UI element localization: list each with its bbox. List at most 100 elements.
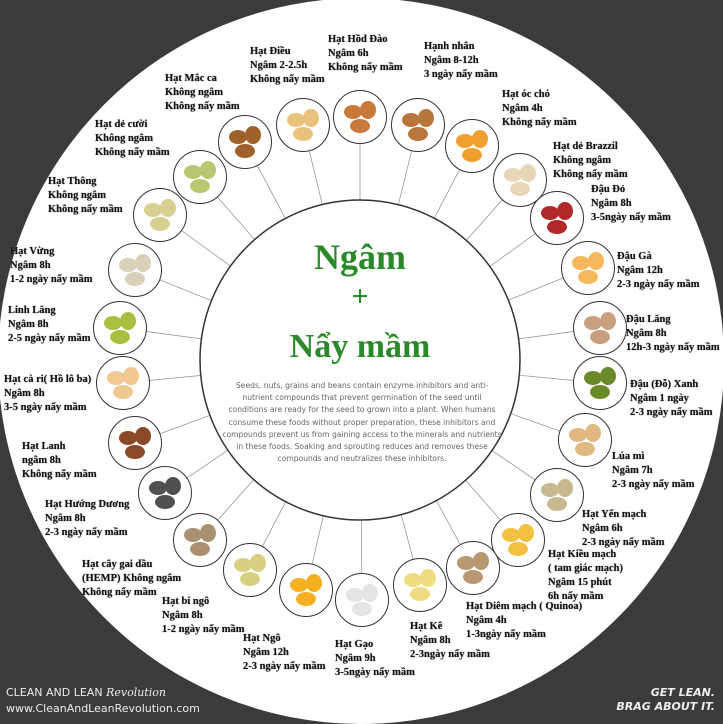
- seed-image: [133, 188, 187, 242]
- seed-name: Đậu Đỏ: [591, 183, 671, 197]
- seed-shape: [462, 148, 482, 162]
- seed-shape: [510, 182, 530, 196]
- seed-shape: [200, 161, 216, 179]
- seed-name: Hạt Kê: [410, 620, 490, 634]
- seed-name: Hạt cây gai dầu: [82, 558, 181, 572]
- website-url: www.CleanAndLeanRevolution.com: [6, 702, 200, 715]
- seed-instruction: Ngâm 6h: [582, 522, 665, 536]
- seed-shape: [150, 217, 170, 231]
- spoke-line: [398, 151, 411, 204]
- seed-instruction: Ngâm 12h: [243, 646, 326, 660]
- seed-shape: [463, 570, 483, 584]
- seed-shape: [125, 445, 145, 459]
- seed-instruction: Không nẩy mầm: [502, 116, 577, 130]
- seed-name: Hạt dẻ Brazzil: [553, 140, 628, 154]
- seed-instruction: Ngâm 8h: [410, 634, 490, 648]
- title-plus: +: [200, 280, 520, 314]
- seed-image: [333, 90, 387, 144]
- seed-shape: [590, 330, 610, 344]
- seed-shape: [585, 424, 601, 442]
- seed-image: [445, 119, 499, 173]
- seed-instruction: 3 ngày nẩy mầm: [424, 68, 498, 82]
- seed-instruction: 3-5ngày nẩy mầm: [335, 666, 415, 680]
- seed-shape: [508, 542, 528, 556]
- seed-shape: [557, 202, 573, 220]
- seed-image: [96, 356, 150, 410]
- seed-shape: [135, 427, 151, 445]
- spoke-line: [434, 170, 459, 218]
- spoke-line: [258, 166, 286, 219]
- seed-instruction: Không ngâm: [165, 86, 240, 100]
- slogan: GET LEAN. BRAG ABOUT IT.: [616, 686, 715, 714]
- seed-name: Hạt Yến mạch: [582, 508, 665, 522]
- spoke-line: [218, 480, 254, 520]
- seed-shape: [575, 442, 595, 456]
- seed-shape: [123, 367, 139, 385]
- seed-shape: [240, 572, 260, 586]
- seed-shape: [306, 574, 322, 592]
- seed-instruction: Ngâm 8-12h: [424, 54, 498, 68]
- seed-instruction: Không ngâm: [553, 154, 628, 168]
- spoke-line: [436, 501, 460, 545]
- seed-instruction: Ngâm 8h: [162, 609, 245, 623]
- seed-label: Hạt Kiều mạch( tam giác mạch) Ngâm 15 ph…: [548, 548, 623, 604]
- title-soak: Ngâm: [200, 236, 520, 278]
- seed-instruction: Không nẩy mầm: [82, 586, 181, 600]
- seed-image: [93, 301, 147, 355]
- seed-instruction: Ngâm 8h: [591, 197, 671, 211]
- seed-instruction: Không nẩy mầm: [165, 100, 240, 114]
- spoke-line: [263, 502, 286, 546]
- seed-instruction: Ngâm 7h: [612, 464, 695, 478]
- seed-image: [276, 98, 330, 152]
- seed-shape: [578, 270, 598, 284]
- seed-shape: [520, 164, 536, 182]
- spoke-line: [160, 415, 210, 433]
- spoke-line: [466, 200, 502, 240]
- seed-shape: [110, 330, 130, 344]
- seed-name: Đậu Lăng: [626, 313, 720, 327]
- seed-instruction: 3-5 ngày nẩy mầm: [4, 401, 91, 415]
- title-sprout: Nẩy mầm: [200, 328, 520, 366]
- seed-shape: [588, 252, 604, 270]
- seed-shape: [362, 584, 378, 602]
- seed-shape: [547, 497, 567, 511]
- seed-shape: [200, 524, 216, 542]
- seed-instruction: 2-3 ngày nẩy mầm: [630, 406, 713, 420]
- seed-image: [558, 413, 612, 467]
- seed-shape: [125, 272, 145, 286]
- seed-name: Lúa mì: [612, 450, 695, 464]
- seed-name: Hạt Điều: [250, 45, 325, 59]
- seed-image: [335, 573, 389, 627]
- seed-name: Hạt Kiều mạch: [548, 548, 623, 562]
- seed-shape: [410, 587, 430, 601]
- seed-shape: [350, 119, 370, 133]
- seed-shape: [190, 542, 210, 556]
- seed-instruction: ngâm 8h: [22, 454, 97, 468]
- seed-shape: [472, 130, 488, 148]
- seed-instruction: Không ngâm: [95, 132, 170, 146]
- seed-shape: [590, 385, 610, 399]
- spoke-line: [147, 332, 202, 339]
- seed-instruction: 2-5 ngày nẩy mầm: [8, 332, 91, 346]
- seed-image: [173, 150, 227, 204]
- seed-shape: [250, 554, 266, 572]
- seed-shape: [600, 367, 616, 385]
- seed-name: Đậu (Đỗ) Xanh: [630, 378, 713, 392]
- seed-shape: [473, 552, 489, 570]
- slogan-line-1: GET LEAN.: [616, 686, 715, 700]
- seed-name: Hạnh nhân: [424, 40, 498, 54]
- spoke-line: [312, 516, 323, 564]
- seed-image: [446, 541, 500, 595]
- spoke-line: [519, 375, 573, 380]
